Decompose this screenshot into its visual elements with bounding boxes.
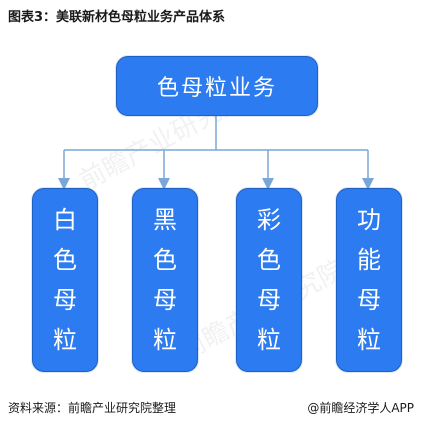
node-char: 色 [257, 246, 281, 274]
node-black-masterbatch: 黑 色 母 粒 [132, 188, 198, 372]
node-char: 母 [153, 286, 177, 314]
root-node-color-masterbatch: 色母粒业务 [116, 56, 318, 116]
source-note: 资料来源：前瞻产业研究院整理 [8, 401, 177, 415]
node-char: 彩 [257, 206, 281, 234]
figure-title: 图表3：美联新材色母粒业务产品体系 [8, 10, 226, 25]
node-char: 母 [357, 286, 381, 314]
node-char: 粒 [257, 326, 281, 354]
node-char: 能 [357, 246, 381, 274]
node-char: 粒 [153, 326, 177, 354]
node-white-masterbatch: 白 色 母 粒 [32, 188, 98, 372]
root-node-label: 色母粒业务 [156, 76, 277, 101]
brand-credit: @前瞻经济学人APP [307, 401, 414, 415]
node-char: 粒 [53, 326, 77, 354]
node-char: 母 [53, 286, 77, 314]
node-char: 功 [357, 206, 381, 234]
node-char: 白 [53, 206, 77, 234]
node-char: 色 [53, 246, 77, 274]
node-char: 母 [257, 286, 281, 314]
node-char: 色 [153, 246, 177, 274]
node-char: 粒 [357, 326, 381, 354]
node-functional-masterbatch: 功 能 母 粒 [336, 188, 402, 372]
node-char: 黑 [153, 206, 177, 234]
node-color-masterbatch: 彩 色 母 粒 [236, 188, 302, 372]
